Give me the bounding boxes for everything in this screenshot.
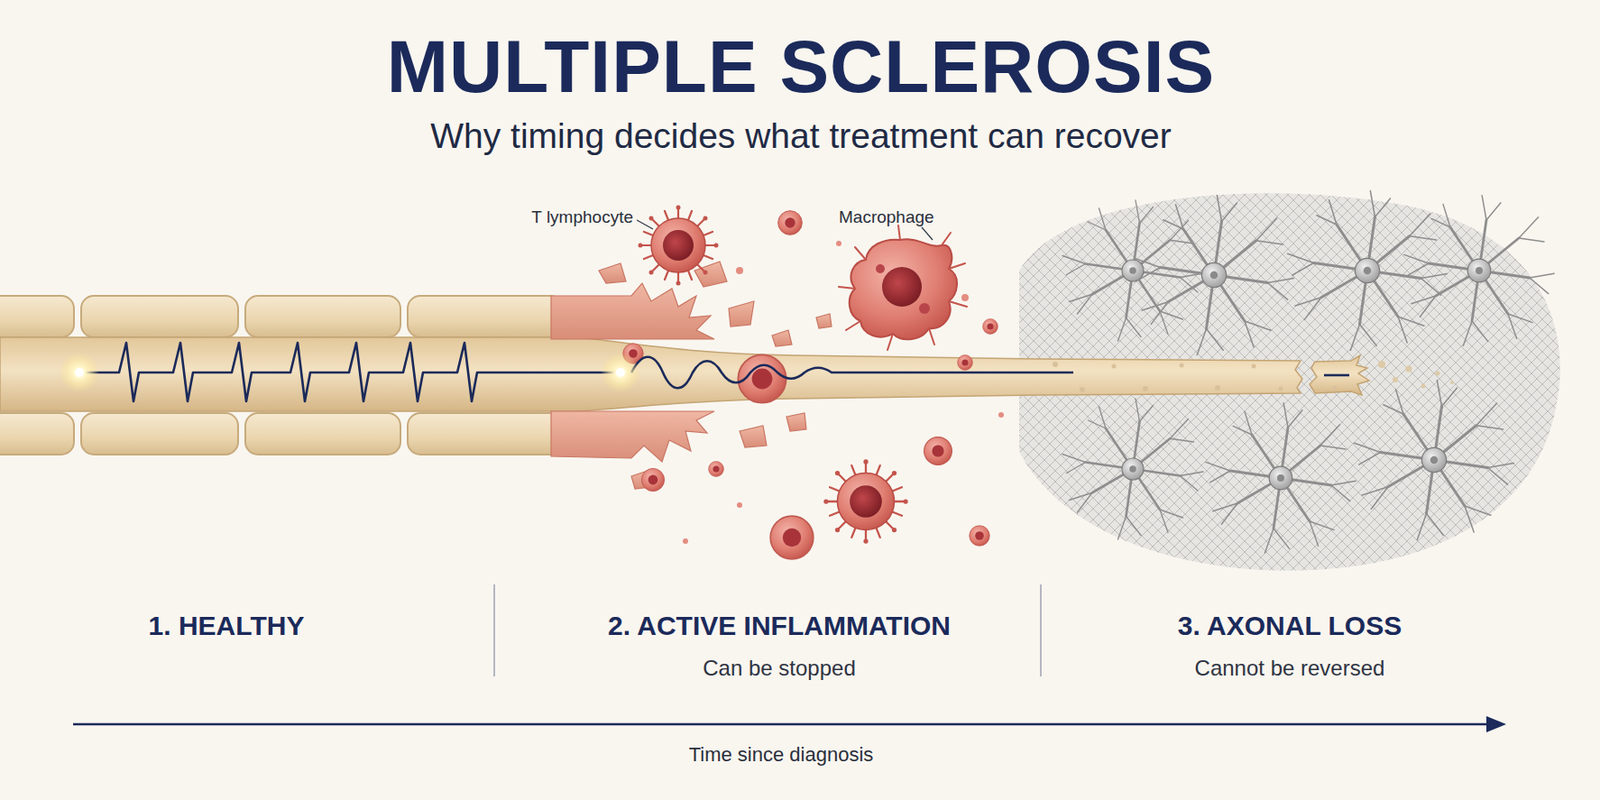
myelin-sheath-part bbox=[407, 413, 563, 455]
axon-part bbox=[1378, 360, 1454, 389]
time-axis-part bbox=[73, 723, 1490, 727]
axon-part-part bbox=[1435, 371, 1441, 377]
immune-cells-part-part bbox=[961, 294, 969, 302]
myelin-sheath-part bbox=[81, 295, 239, 338]
signal-glow bbox=[59, 352, 641, 393]
signal-glow-part bbox=[600, 352, 641, 393]
nerve-signal-part bbox=[631, 357, 1074, 389]
immune-cells-part-part bbox=[836, 240, 842, 247]
time-axis-part bbox=[1486, 716, 1507, 733]
nerve-signal-part bbox=[1324, 374, 1350, 378]
axon-part-part bbox=[1079, 386, 1086, 393]
immune-cells-part bbox=[983, 319, 999, 335]
glial-scar-part bbox=[1062, 398, 1204, 540]
axon-part-part bbox=[1278, 386, 1284, 392]
axis-label: Time since diagnosis bbox=[689, 743, 874, 766]
immune-cells-part bbox=[770, 515, 814, 560]
damaged-myelin-part bbox=[598, 263, 626, 284]
axon bbox=[0, 337, 1454, 412]
stage-label: 1. HEALTHY bbox=[148, 610, 305, 643]
damaged-myelin-part bbox=[739, 425, 767, 448]
axon-part bbox=[0, 337, 1303, 412]
signal-glow-part bbox=[616, 367, 626, 378]
glial-scar-part bbox=[1205, 403, 1356, 553]
axon-part bbox=[1052, 361, 1338, 393]
glial-scar-part bbox=[1404, 195, 1555, 346]
immune-cells-part bbox=[882, 266, 922, 307]
axon-part-part bbox=[1378, 360, 1386, 368]
immune-cells-part bbox=[638, 205, 719, 286]
glial-scar-part bbox=[1287, 191, 1448, 351]
immune-cells-part bbox=[838, 225, 967, 350]
axon-part-part bbox=[1112, 364, 1117, 369]
immune-cells-part-part bbox=[736, 502, 743, 508]
immune-cells-part-part bbox=[838, 225, 967, 350]
myelin-sheath-part bbox=[0, 413, 74, 455]
leader-line-part bbox=[921, 227, 933, 240]
axon-part-part bbox=[1214, 385, 1221, 391]
signal-glow-part bbox=[74, 367, 84, 378]
nerve-signal-part bbox=[85, 342, 623, 402]
immune-cells bbox=[623, 205, 1004, 560]
axon-part-part bbox=[1142, 386, 1149, 392]
immune-cells-part bbox=[957, 355, 974, 371]
immune-cells-part-part bbox=[682, 538, 689, 544]
myelin-sheath-part bbox=[81, 413, 239, 455]
damaged-myelin-part bbox=[728, 301, 755, 327]
title: MULTIPLE SCLEROSIS bbox=[386, 24, 1216, 110]
leader-line-part bbox=[636, 220, 653, 230]
damaged-myelin-part bbox=[772, 330, 792, 347]
nerve-signal bbox=[85, 342, 1350, 402]
cell-label: T lymphocyte bbox=[531, 207, 634, 228]
immune-cells-part bbox=[919, 303, 930, 314]
immune-cells-part bbox=[969, 525, 990, 546]
immune-cells-part bbox=[849, 239, 957, 340]
subtitle: Why timing decides what treatment can re… bbox=[430, 116, 1172, 157]
myelin-sheath-part bbox=[245, 295, 401, 338]
axon-part-part bbox=[1406, 366, 1413, 373]
signal-glow-part bbox=[59, 352, 100, 393]
cell-label: Macrophage bbox=[838, 207, 935, 228]
axon-part-part bbox=[1052, 361, 1058, 368]
damaged-myelin-part bbox=[786, 413, 807, 432]
damaged-myelin-part bbox=[551, 411, 715, 462]
stage-divider-part bbox=[1039, 584, 1042, 677]
axon-part-part bbox=[1450, 380, 1454, 385]
immune-cells-part-part bbox=[998, 412, 1004, 418]
stage-note: Can be stopped bbox=[702, 655, 856, 681]
damaged-myelin-part bbox=[816, 313, 832, 329]
glial-scar-part bbox=[1134, 195, 1295, 356]
axon-part-part bbox=[1421, 384, 1426, 389]
axon-part-part bbox=[1333, 386, 1338, 391]
immune-cells-part bbox=[875, 264, 885, 274]
myelin-sheath-part bbox=[407, 295, 563, 338]
immune-cells-part bbox=[641, 468, 664, 491]
stage-label: 2. ACTIVE INFLAMMATION bbox=[607, 610, 951, 643]
immune-cells-part bbox=[823, 459, 908, 543]
myelin-sheath-part bbox=[0, 295, 74, 338]
immune-cells-part-part bbox=[735, 266, 744, 275]
axon-part-part bbox=[1179, 363, 1185, 368]
immune-cells-part bbox=[924, 437, 953, 466]
immune-cells-part bbox=[708, 461, 725, 478]
axon-part bbox=[1309, 355, 1370, 396]
stage-divider-part bbox=[493, 584, 496, 677]
time-axis bbox=[73, 716, 1507, 733]
axon-part-part bbox=[1392, 377, 1398, 383]
damaged-myelin-part bbox=[551, 283, 715, 340]
glial-scar-part bbox=[1354, 380, 1515, 541]
myelin-sheath-part bbox=[245, 413, 401, 455]
axon-part-part bbox=[1251, 364, 1257, 369]
stage-note: Cannot be reversed bbox=[1195, 655, 1386, 681]
immune-cells-part bbox=[778, 211, 803, 236]
stage-label: 3. AXONAL LOSS bbox=[1177, 610, 1402, 643]
